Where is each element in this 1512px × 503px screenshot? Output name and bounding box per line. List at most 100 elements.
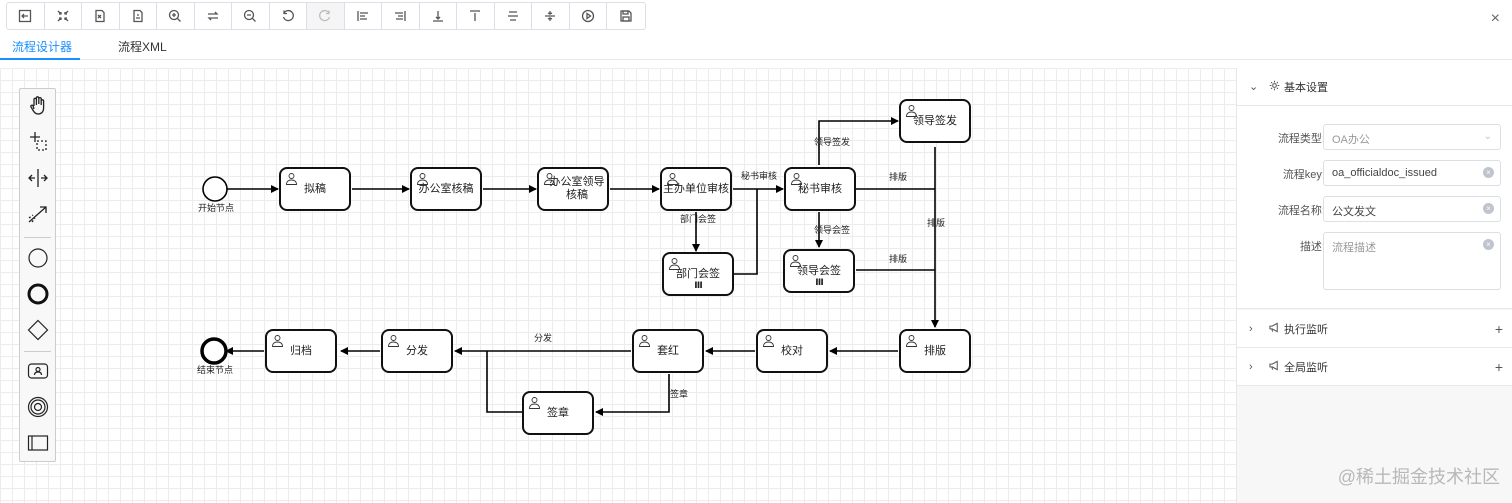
clear-icon[interactable]: × <box>1483 203 1494 214</box>
process-key-input[interactable]: oa_officialdoc_issued× <box>1323 160 1501 186</box>
diagram-canvas[interactable] <box>0 68 1236 503</box>
tool-palette <box>19 88 56 462</box>
end-event-icon[interactable] <box>20 279 55 309</box>
properties-panel: ⌄ 基本设置 流程类型: OA办公⌄ 流程key: oa_officialdoc… <box>1236 68 1512 503</box>
chevron-right-icon: › <box>1249 322 1253 335</box>
align-center-icon[interactable] <box>495 3 532 29</box>
user-icon <box>790 172 803 185</box>
section-title: 基本设置 <box>1284 81 1328 94</box>
flow-label: 排版 <box>927 218 946 228</box>
process-type-select[interactable]: OA办公⌄ <box>1323 124 1501 150</box>
flow-label: 领导会签 <box>814 225 851 235</box>
user-task-icon[interactable] <box>20 356 55 386</box>
align-left-icon[interactable] <box>345 3 382 29</box>
intermediate-event-icon[interactable] <box>20 392 55 422</box>
task-label: 部门会签 <box>676 267 720 280</box>
add-icon[interactable]: + <box>1494 358 1503 375</box>
save-icon[interactable] <box>607 3 645 29</box>
flow-stamp-back[interactable] <box>486 351 522 413</box>
tab-designer[interactable]: 流程设计器 <box>12 40 73 54</box>
flow-dept-back[interactable] <box>734 189 758 275</box>
flow-label: 秘书审核 <box>741 171 778 181</box>
user-icon <box>528 396 541 409</box>
task-label: 套红 <box>657 344 679 357</box>
fit-icon[interactable] <box>45 3 82 29</box>
user-icon <box>666 172 679 185</box>
clear-icon[interactable]: × <box>1483 239 1494 250</box>
section-basic-header[interactable]: ⌄ 基本设置 <box>1237 68 1512 106</box>
task-label: 签章 <box>547 406 569 419</box>
clear-icon[interactable]: × <box>1483 167 1494 178</box>
task-typeset[interactable]: 排版 <box>899 329 971 373</box>
hand-tool-icon[interactable] <box>20 91 55 121</box>
align-middle-icon[interactable] <box>532 3 570 29</box>
task-label: 领导签发 <box>913 114 957 127</box>
form-label: 流程key: <box>1282 169 1325 181</box>
export-svg-icon[interactable] <box>120 3 157 29</box>
task-archive[interactable]: 归档 <box>265 329 337 373</box>
space-tool-icon[interactable] <box>20 163 55 193</box>
task-leader-issue[interactable]: 领导签发 <box>899 99 971 143</box>
task-draft[interactable]: 拟稿 <box>279 167 351 211</box>
zoom-in-icon[interactable] <box>157 3 195 29</box>
tab-bar: 流程设计器 流程XML <box>0 32 1512 60</box>
undo-icon[interactable] <box>270 3 307 29</box>
start-event-icon[interactable] <box>20 243 55 273</box>
watermark: @稀土掘金技术社区 <box>1337 467 1500 487</box>
flow-secretary-issue[interactable] <box>818 117 899 165</box>
open-icon[interactable] <box>7 3 45 29</box>
active-tab-indicator <box>0 58 80 60</box>
flow-red-stamp[interactable] <box>595 374 670 416</box>
task-label: 拟稿 <box>304 182 326 195</box>
end-event[interactable] <box>200 337 228 365</box>
task-label: 主办单位审核 <box>663 182 729 195</box>
palette-separator <box>24 237 51 238</box>
task-label: 排版 <box>924 344 946 357</box>
start-event-label: 开始节点 <box>198 203 235 213</box>
task-secretary-review[interactable]: 秘书审核 <box>784 167 856 211</box>
input-value: 公文发文 <box>1332 206 1376 218</box>
task-label: 领导会签 <box>797 264 841 277</box>
task-label: 秘书审核 <box>798 182 842 195</box>
flow-label: 签章 <box>670 389 689 399</box>
align-bottom-icon[interactable] <box>420 3 457 29</box>
zoom-out-icon[interactable] <box>232 3 270 29</box>
description-textarea[interactable]: 流程描述× <box>1323 232 1501 290</box>
preview-icon[interactable] <box>570 3 607 29</box>
tab-xml[interactable]: 流程XML <box>118 40 167 54</box>
user-icon <box>638 334 651 347</box>
flow-label: 部门会签 <box>680 214 717 224</box>
task-distribute[interactable]: 分发 <box>381 329 453 373</box>
task-proofread[interactable]: 校对 <box>756 329 828 373</box>
connect-tool-icon[interactable] <box>20 199 55 229</box>
flow-label: 排版 <box>889 172 908 182</box>
reset-zoom-icon[interactable] <box>195 3 232 29</box>
section-exec-listener-header[interactable]: › 执行监听 + <box>1237 310 1512 348</box>
multi-instance-marker: Ⅲ <box>694 280 702 290</box>
task-label: 办公室领导核稿 <box>549 176 605 201</box>
lasso-tool-icon[interactable] <box>20 127 55 157</box>
start-event[interactable] <box>202 176 228 202</box>
align-top-icon[interactable] <box>457 3 495 29</box>
task-stamp[interactable]: 签章 <box>522 391 594 435</box>
user-icon <box>668 257 681 270</box>
align-right-icon[interactable] <box>382 3 420 29</box>
end-event-label: 结束节点 <box>197 365 234 375</box>
export-xml-icon[interactable] <box>82 3 120 29</box>
gateway-icon[interactable] <box>20 315 55 345</box>
task-host-review[interactable]: 主办单位审核 <box>660 167 732 211</box>
user-icon <box>905 104 918 117</box>
flow-label: 排版 <box>889 254 908 264</box>
add-icon[interactable]: + <box>1494 320 1503 337</box>
close-icon[interactable]: × <box>1490 10 1500 27</box>
process-name-input[interactable]: 公文发文 × <box>1323 196 1501 222</box>
subprocess-icon[interactable] <box>20 428 55 458</box>
section-global-listener-header[interactable]: › 全局监听 + <box>1237 348 1512 386</box>
task-office-check[interactable]: 办公室核稿 <box>410 167 482 211</box>
redo-icon[interactable] <box>307 3 345 29</box>
task-red-head[interactable]: 套红 <box>632 329 704 373</box>
task-office-leader[interactable]: 办公室领导核稿 <box>537 167 609 211</box>
multi-instance-marker: Ⅲ <box>815 277 823 287</box>
